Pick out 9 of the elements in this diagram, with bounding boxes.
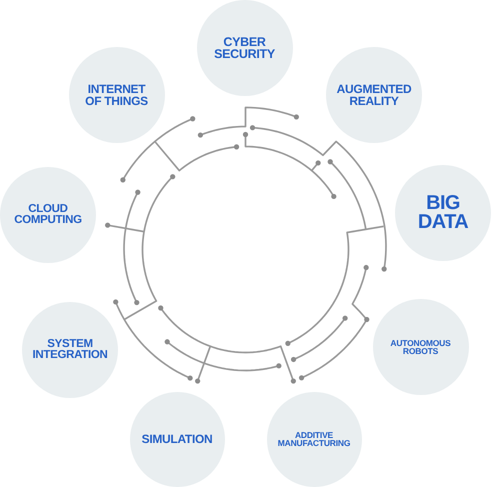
topic-label: BIG DATA	[416, 194, 470, 232]
topic-label: SIMULATION	[142, 433, 212, 445]
topic-label: AUTONOMOUS ROBOTS	[389, 338, 452, 356]
topic-label: AUGMENTED REALITY	[336, 83, 412, 107]
topic-label: SYSTEM INTEGRATION	[31, 338, 109, 362]
topic-label: CLOUD COMPUTING	[13, 204, 83, 226]
topic-label: ADDITIVE MANUFACTURING	[276, 430, 352, 448]
topic-label: INTERNET OF THINGS	[84, 83, 149, 107]
topic-label: CYBER SECURITY	[213, 36, 276, 60]
